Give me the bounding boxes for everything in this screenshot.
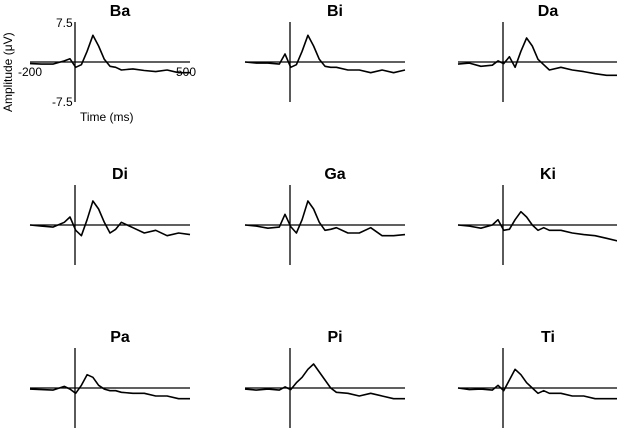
waveform-line xyxy=(457,368,617,400)
waveform-line xyxy=(457,210,617,242)
panel-title: Ki xyxy=(540,166,556,183)
panel-title: Pa xyxy=(110,329,130,346)
y-tick-top: 7.5 xyxy=(56,16,73,30)
panel-ki: Ki xyxy=(457,166,617,265)
panel-title: Da xyxy=(538,3,559,20)
waveform-line xyxy=(457,37,617,77)
panel-title: Pi xyxy=(327,329,342,346)
waveform-line xyxy=(244,34,406,74)
waveform-line xyxy=(29,373,190,400)
x-axis-label: Time (ms) xyxy=(80,110,134,124)
panel-title: Bi xyxy=(327,3,343,20)
panel-pi: Pi xyxy=(244,329,405,428)
panel-ti: Ti xyxy=(457,329,617,428)
panel-bi: Bi xyxy=(244,3,406,102)
panel-da: Da xyxy=(457,3,617,102)
panel-title: Ti xyxy=(541,329,555,346)
panel-ga: Ga xyxy=(244,166,406,265)
panel-di: Di xyxy=(29,166,191,265)
waveform-line xyxy=(29,34,190,74)
panel-title: Ba xyxy=(110,3,131,20)
y-axis-label: Amplitude (μV) xyxy=(1,32,15,112)
x-tick-left: -200 xyxy=(18,65,42,79)
waveform-line xyxy=(244,200,406,237)
waveform-line xyxy=(29,200,191,237)
panel-title: Ga xyxy=(324,166,345,183)
panel-ba: Ba xyxy=(29,3,190,102)
y-tick-bottom: -7.5 xyxy=(52,95,73,109)
panel-pa: Pa xyxy=(29,329,190,428)
panel-title: Di xyxy=(112,166,128,183)
waveform-line xyxy=(244,363,405,400)
